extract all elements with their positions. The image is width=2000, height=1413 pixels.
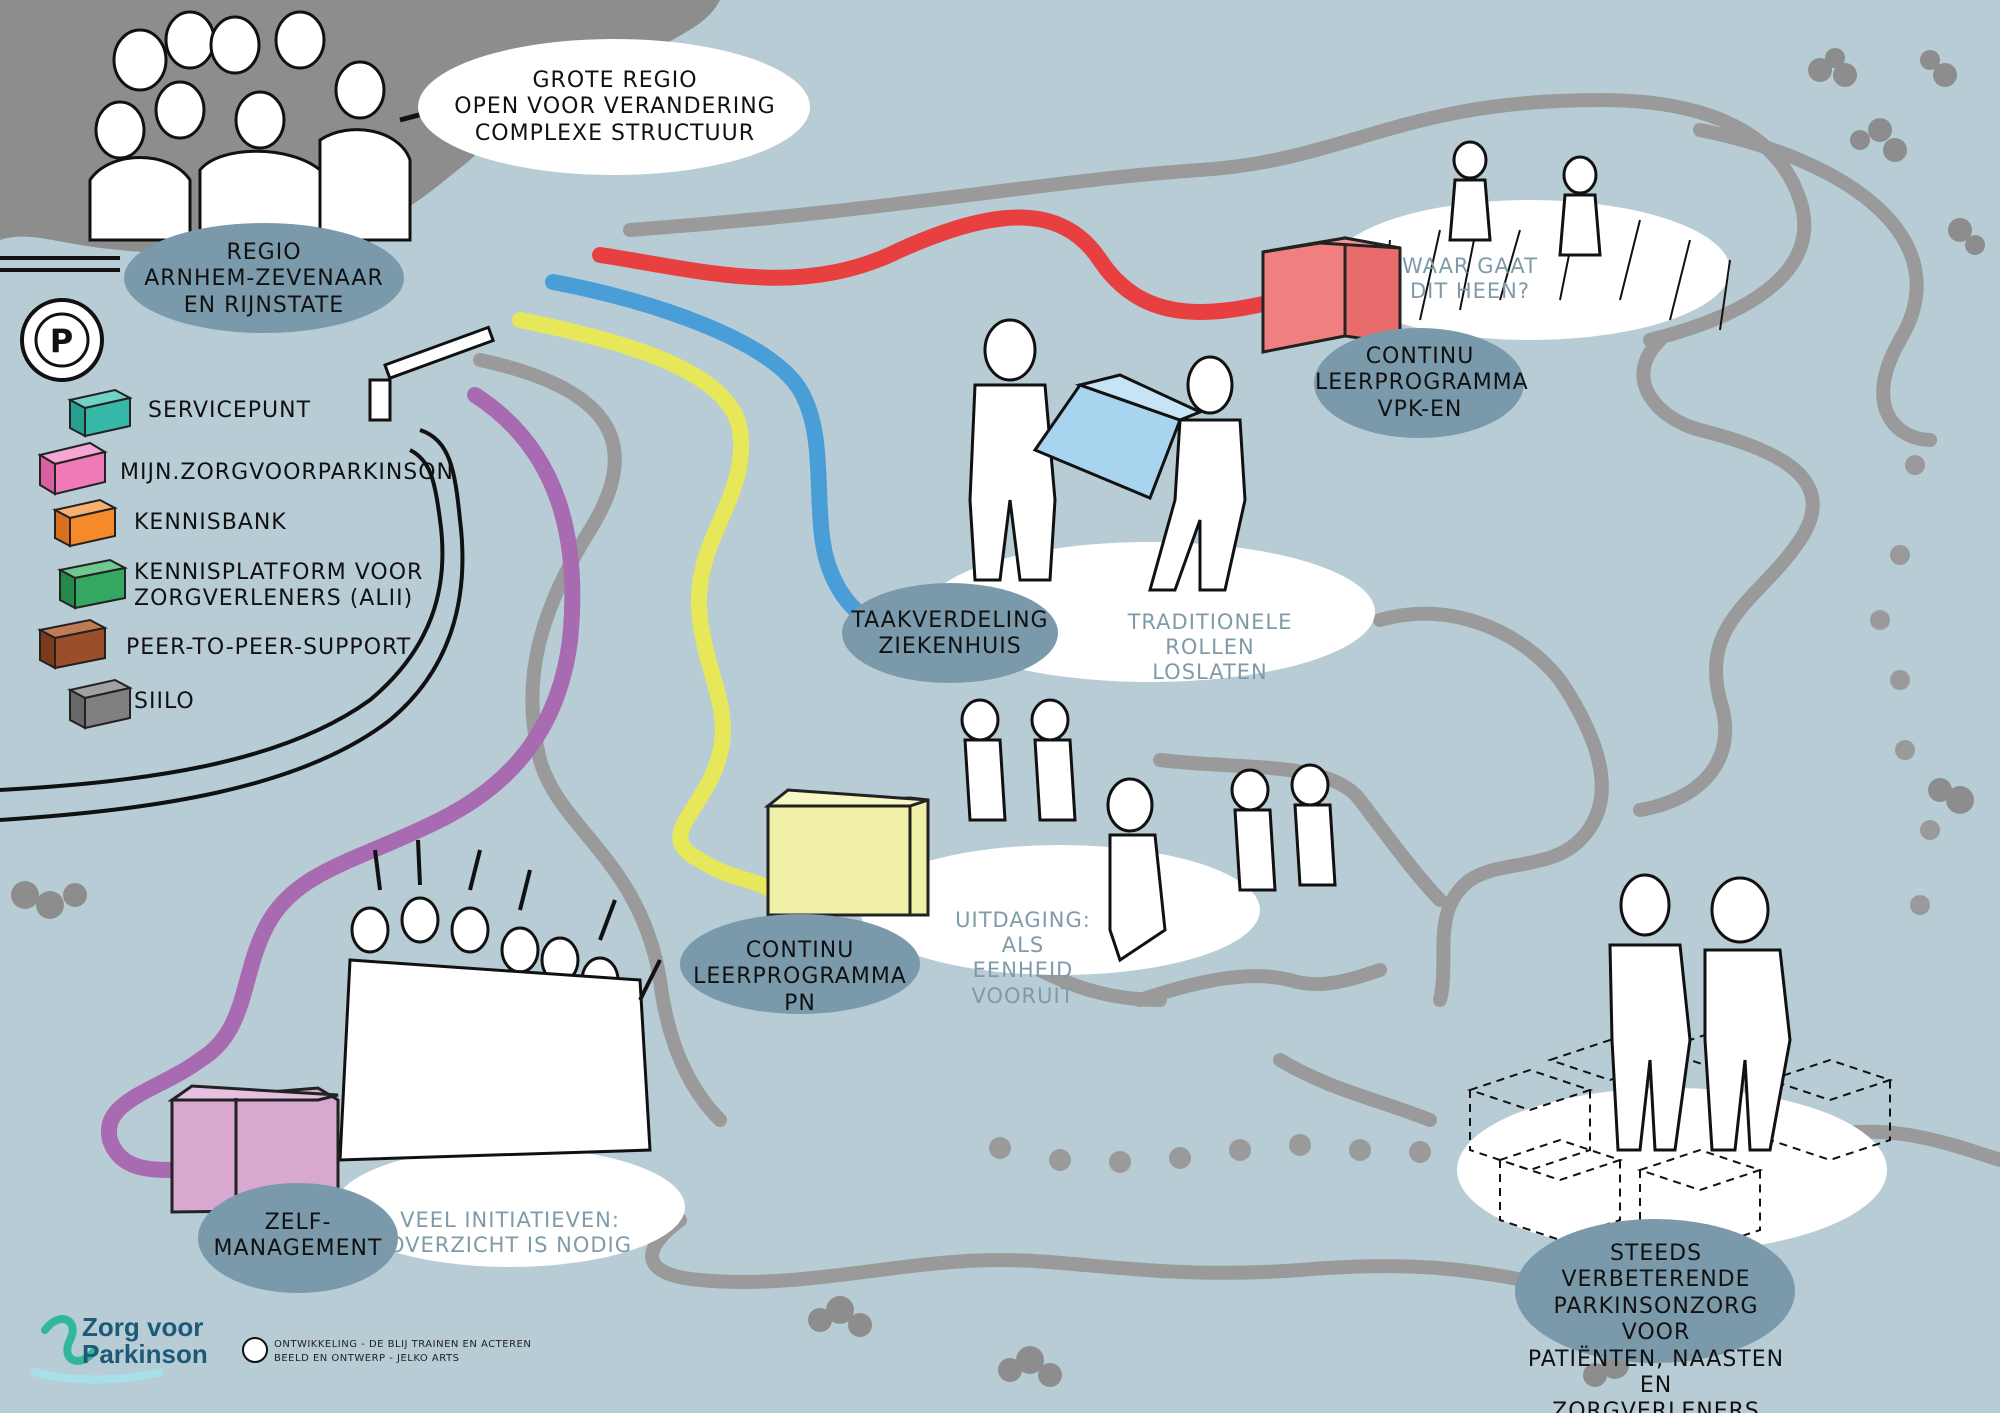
bubble-pn-text: CONTINU LEERPROGRAMMA PN: [682, 938, 918, 1017]
ziekenhuis-line-2: ZIEKENHUIS: [878, 634, 1022, 660]
goal-ground: [1457, 1088, 1887, 1252]
bubble-zelf-text: ZELF- MANAGEMENT: [200, 1210, 396, 1263]
intro-line-3: COMPLEXE STRUCTUUR: [474, 120, 756, 146]
bubble-goal-text: STEEDS VERBETERENDE PARKINSONZORG VOOR P…: [1518, 1241, 1794, 1413]
barrier: [368, 325, 496, 422]
vpk-hikers: [1448, 140, 1602, 257]
legend-item-peer-support: PEER-TO-PEER-SUPPORT: [126, 635, 412, 660]
dotted-path-bottom: [989, 1134, 1431, 1173]
credits: ONTWIKKELING - DE BLIJ TRAINEN EN ACTERE…: [274, 1338, 531, 1366]
crowd-bottom: [338, 839, 662, 1162]
region-line-2: ARNHEM-ZEVENAAR: [144, 266, 384, 292]
red-path: [592, 209, 1288, 320]
legend-item-siilo: SIILO: [134, 689, 195, 714]
yellow-path: [512, 312, 778, 898]
pn-note-line-3: VOORUIT: [971, 983, 1075, 1008]
ziekenhuis-cube: [1032, 373, 1204, 500]
parking-letter: P: [49, 322, 75, 360]
region-line-3: EN RIJNSTATE: [183, 292, 345, 318]
vpk-cube: [1261, 236, 1402, 354]
bubble-goal: [1515, 1219, 1795, 1363]
credit-line-2: BEELD EN ONTWERP - JELKO ARTS: [274, 1353, 460, 1364]
goal-line-1: STEEDS VERBETERENDE: [1561, 1241, 1751, 1293]
bubble-zelf: [198, 1183, 398, 1293]
goal-line-4: ZORGVERLENERS: [1552, 1399, 1760, 1413]
dotted-path-right: [1870, 455, 1940, 915]
zelf-ground: [335, 1147, 685, 1267]
legend-kennisplatform-line-2: ZORGVERLENERS (ALII): [134, 586, 414, 612]
bubble-region-intro-text: GROTE REGIO OPEN VOOR VERANDERING COMPLE…: [425, 68, 805, 147]
vpk-grass: [1330, 200, 1730, 340]
pn-cube: [763, 788, 930, 917]
bubble-vpk-text: CONTINU LEERPROGRAMMA VPK-EN: [1315, 344, 1529, 423]
pn-note: UITDAGING: ALS EENHEID VOORUIT: [948, 908, 1098, 1009]
pn-note-line-2: ALS EENHEID: [972, 933, 1074, 983]
zelf-cube: [167, 1084, 340, 1214]
legend-item-kennisbank: KENNISBANK: [134, 510, 287, 535]
crowd-top: [88, 10, 446, 242]
legend-item-servicepunt: SERVICEPUNT: [148, 398, 312, 423]
credit-avatar: [242, 1337, 268, 1363]
ziekenhuis-note: TRADITIONELE ROLLEN LOSLATEN: [1080, 610, 1340, 686]
zelf-line-1: ZELF-: [264, 1210, 332, 1235]
vpk-line-2: LEERPROGRAMMA: [1315, 370, 1529, 396]
blue-path: [545, 274, 888, 638]
logo-wordmark: Zorg voor Parkinson: [82, 1312, 208, 1370]
legend-item-kennisplatform: KENNISPLATFORM VOOR ZORGVERLENERS (ALII): [134, 560, 423, 613]
bubble-pn: [680, 914, 920, 1014]
zelf-note-line-1: VEEL INITIATIEVEN:: [400, 1208, 620, 1232]
logo-mark: [31, 1315, 164, 1384]
parking-sign: [20, 298, 104, 382]
legend-cubes: [37, 388, 133, 730]
purple-path: [100, 387, 581, 1178]
vpk-note-line-1: WAAR GAAT: [1402, 254, 1538, 278]
ziekenhuis-line-1: TAAKVERDELING: [851, 608, 1049, 633]
logo-line-2: Parkinson: [82, 1339, 208, 1370]
vpk-note-line-2: DIT HEEN?: [1409, 279, 1531, 304]
bubble-region-text: REGIO ARNHEM-ZEVENAAR EN RIJNSTATE: [130, 240, 398, 319]
bubble-region-intro: [418, 39, 810, 175]
bubble-ziekenhuis: [842, 583, 1058, 683]
ziekenhuis-note-line-1: TRADITIONELE ROLLEN: [1127, 610, 1293, 660]
bubble-ziekenhuis-text: TAAKVERDELING ZIEKENHUIS: [845, 608, 1055, 661]
bubble-region: [124, 223, 404, 333]
goal-figures: [1608, 873, 1792, 1152]
zelf-note: VEEL INITIATIEVEN: OVERZICHT IS NODIG: [385, 1208, 635, 1258]
zelf-line-2: MANAGEMENT: [213, 1236, 383, 1262]
legend-kennisplatform-line-1: KENNISPLATFORM VOOR: [134, 560, 424, 585]
region-line-1: REGIO: [226, 240, 302, 265]
intro-line-1: GROTE REGIO: [532, 68, 698, 93]
credit-line-1: ONTWIKKELING - DE BLIJ TRAINEN EN ACTERE…: [274, 1339, 532, 1350]
trees-bottom: [11, 881, 1629, 1387]
zelf-note-line-2: OVERZICHT IS NODIG: [388, 1233, 632, 1258]
fence-area: [0, 256, 465, 822]
logo-line-1: Zorg voor: [82, 1312, 204, 1342]
pn-line-1: CONTINU: [745, 938, 855, 963]
trees-top-left: [0, 10, 72, 235]
intro-line-2: OPEN VOOR VERANDERING: [454, 94, 776, 120]
goal-line-2: PARKINSONZORG VOOR: [1553, 1293, 1759, 1346]
pn-line-2: LEERPROGRAMMA PN: [693, 964, 907, 1016]
vpk-note: WAAR GAAT DIT HEEN?: [1395, 254, 1545, 304]
bubble-vpk: [1314, 328, 1524, 438]
ziekenhuis-figures: [968, 318, 1247, 592]
vpk-line-1: CONTINU: [1365, 344, 1475, 369]
trees-right: [1808, 48, 1985, 814]
pn-note-line-1: UITDAGING:: [955, 908, 1091, 932]
vpk-line-3: VPK-EN: [1377, 396, 1463, 422]
ziekenhuis-note-line-2: LOSLATEN: [1152, 660, 1268, 685]
pn-hikers: [960, 698, 1337, 963]
legend-item-mijnzorg: MIJN.ZORGVOORPARKINSON: [120, 460, 455, 485]
goal-line-3: PATIËNTEN, NAASTEN EN: [1527, 1346, 1785, 1398]
